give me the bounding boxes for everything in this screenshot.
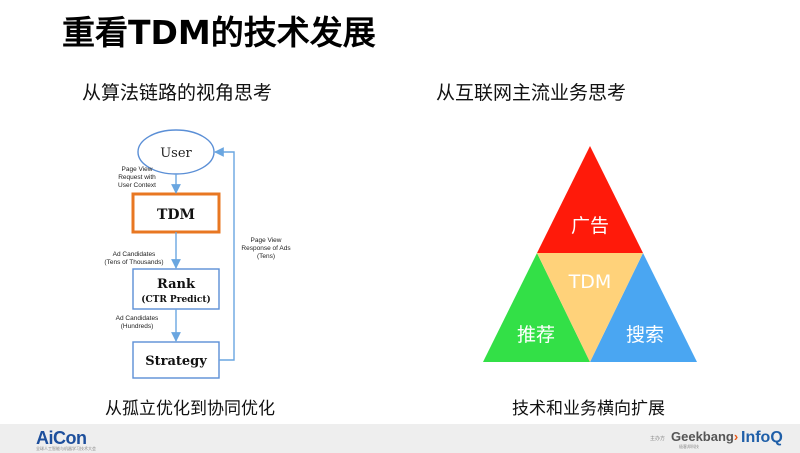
host-label: 主办方 [650, 436, 666, 442]
left-caption: 从孤立优化到协同优化 [105, 399, 275, 419]
aicon-tagline: 全球人工智能与机器学习技术大会 [36, 446, 96, 451]
triangle-left-recommend [483, 253, 590, 362]
footer-bar: AiCon 全球人工智能与机器学习技术大会 主办方 Geekbang› 极客邦科… [0, 424, 800, 453]
triangle-top-ads [537, 146, 643, 253]
aicon-logo: AiCon 全球人工智能与机器学习技术大会 [26, 428, 101, 452]
arrow-strategy-to-user [214, 147, 235, 361]
infoq-logo-text: InfoQ [741, 429, 783, 446]
right-subtitle: 从互联网主流业务思考 [436, 82, 627, 104]
user-node-label: User [160, 146, 192, 161]
edge-label-rank-strategy-1: Ad Candidates [116, 315, 159, 322]
rank-node-sublabel: (CTR Predict) [141, 294, 211, 305]
edge-label-rank-strategy-2: (Hundreds) [121, 323, 154, 330]
edge-label-user-tdm-2: Request with [118, 174, 156, 181]
rank-node [132, 268, 220, 310]
edge-label-tdm-rank-1: Ad Candidates [113, 251, 156, 258]
geekbang-sub: 极客邦科技 [679, 444, 699, 449]
infoq-logo: InfoQ [741, 427, 796, 449]
strategy-node [132, 341, 220, 379]
geekbang-chevron-icon: › [733, 429, 739, 444]
triangle-center-tdm [537, 253, 643, 362]
triangle-center-label: TDM [568, 271, 612, 293]
edge-label-return-2: Response of Ads [241, 245, 291, 252]
triangle-top-label: 广告 [571, 215, 609, 237]
rank-node-label: Rank [157, 277, 196, 292]
left-subtitle: 从算法链路的视角思考 [82, 82, 273, 104]
triangle-left-label: 推荐 [517, 324, 555, 346]
edge-label-user-tdm-1: Page View [122, 166, 153, 173]
edge-label-return-1: Page View [251, 237, 282, 244]
geekbang-logo: Geekbang› 极客邦科技 [671, 428, 741, 450]
tdm-node-label: TDM [157, 207, 195, 223]
geekbang-name: Geekbang [671, 429, 734, 444]
strategy-node-label: Strategy [145, 354, 207, 369]
edge-label-tdm-rank-2: (Tens of Thousands) [104, 259, 163, 266]
triangle-right-label: 搜索 [626, 324, 664, 346]
triangle-right-search [590, 253, 697, 362]
edge-label-user-tdm-3: User Context [118, 182, 156, 189]
page-title: 重看TDM的技术发展 [62, 13, 376, 52]
geekbang-logo-text: Geekbang› [671, 429, 738, 444]
tdm-node [131, 192, 221, 234]
aicon-logo-text: AiCon [36, 428, 87, 448]
right-caption: 技术和业务横向扩展 [512, 399, 665, 419]
edge-label-return-3: (Tens) [257, 253, 275, 260]
